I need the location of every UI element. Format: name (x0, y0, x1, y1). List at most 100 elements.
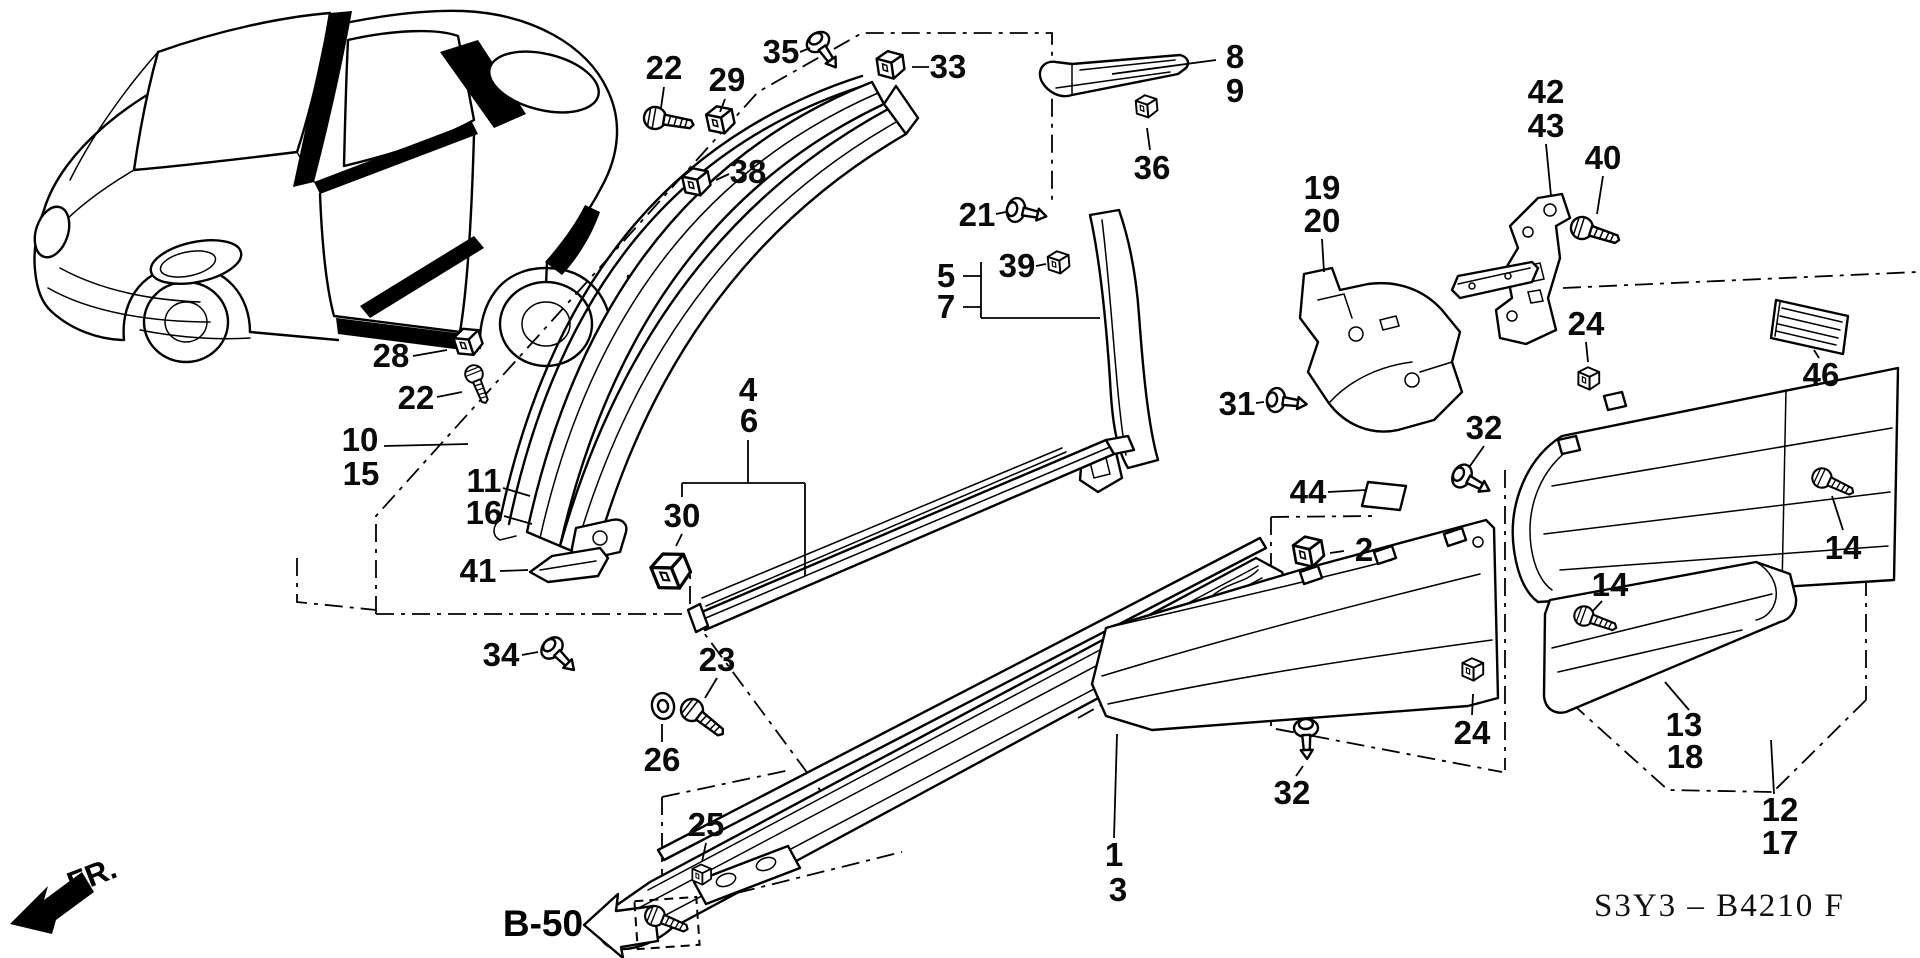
leader-c38 (715, 173, 730, 181)
clip-34 (535, 631, 584, 680)
leader-c25 (701, 842, 707, 863)
clip-30 (646, 545, 697, 597)
b50-dashed-box (633, 895, 701, 951)
leader-c10 (383, 443, 469, 447)
callout-c14a[interactable]: 14 (1825, 529, 1862, 566)
callout-c20[interactable]: 20 (1304, 202, 1341, 239)
side-undercover (1298, 266, 1464, 433)
b50-label[interactable]: B-50 (503, 903, 583, 944)
callout-c7[interactable]: 7 (937, 288, 955, 325)
roof-corner-garnish (1038, 53, 1190, 98)
callout-c18[interactable]: 18 (1667, 738, 1704, 775)
leader-c46 (1813, 349, 1820, 359)
leader-c13 (1664, 681, 1690, 711)
callout-c15[interactable]: 15 (343, 455, 380, 492)
screw-32-upper (1447, 459, 1497, 503)
callout-c34[interactable]: 34 (483, 636, 520, 673)
front-pillar-molding-group (493, 74, 920, 562)
clip-25 (691, 863, 712, 886)
clip-35 (801, 26, 847, 76)
leader-c14b (1591, 600, 1603, 613)
grommet-26 (648, 689, 678, 723)
callout-c28[interactable]: 28 (373, 337, 410, 374)
leader-c11 (502, 487, 531, 497)
callout-c3[interactable]: 3 (1109, 871, 1127, 908)
callout-c30[interactable]: 30 (664, 497, 701, 534)
callout-c12[interactable]: 12 (1762, 791, 1799, 828)
callout-c4[interactable]: 4 (739, 371, 758, 408)
callout-c31[interactable]: 31 (1219, 385, 1256, 422)
callout-c26[interactable]: 26 (644, 741, 681, 778)
clip-21 (1003, 195, 1051, 230)
callout-c35[interactable]: 35 (763, 33, 800, 70)
b50-reference[interactable]: B-50 (503, 892, 701, 958)
leader-c2 (1329, 550, 1345, 554)
clip-24-upper (1577, 366, 1601, 391)
channel-bracket (1450, 260, 1540, 300)
callout-c36[interactable]: 36 (1134, 149, 1171, 186)
screw-22-upper (641, 104, 697, 137)
callout-c44[interactable]: 44 (1290, 473, 1327, 510)
callout-c32b[interactable]: 32 (1274, 774, 1311, 811)
door-lower-molding (1542, 560, 1798, 714)
callout-c39[interactable]: 39 (999, 247, 1036, 284)
leader-c16 (503, 515, 533, 525)
callout-c14b[interactable]: 14 (1592, 566, 1629, 603)
side-sill-garnish (597, 536, 1290, 951)
callout-c41[interactable]: 41 (460, 552, 497, 589)
screw-22-lower (461, 361, 495, 408)
clip-31 (1264, 385, 1310, 418)
callout-c9[interactable]: 9 (1226, 72, 1244, 109)
callout-c2[interactable]: 2 (1355, 531, 1373, 568)
callout-c13[interactable]: 13 (1666, 706, 1703, 743)
leader-c40 (1596, 175, 1604, 215)
fr-label: FR. (62, 850, 121, 901)
callout-c43[interactable]: 43 (1528, 107, 1565, 144)
leader-c41 (499, 569, 529, 572)
callout-c33[interactable]: 33 (930, 48, 967, 85)
vent-grille (1769, 298, 1850, 356)
callout-c16[interactable]: 16 (466, 494, 503, 531)
callout-c11[interactable]: 11 (467, 462, 502, 499)
bracket-4-6 (681, 440, 806, 576)
callout-c17[interactable]: 17 (1762, 824, 1799, 861)
callout-c1[interactable]: 1 (1105, 836, 1123, 873)
clip-36 (1134, 93, 1159, 120)
corner-blade (528, 546, 610, 584)
leader-c24a (1585, 341, 1589, 363)
callout-c23[interactable]: 23 (699, 641, 736, 678)
callout-c8[interactable]: 8 (1226, 38, 1244, 75)
leader-c36 (1146, 127, 1151, 151)
leader-c44 (1327, 489, 1367, 493)
leader-c34 (521, 651, 539, 656)
callout-c25[interactable]: 25 (688, 806, 725, 843)
leader-c28 (412, 349, 448, 357)
grommet-32-lower (1292, 717, 1321, 761)
callout-c42[interactable]: 42 (1528, 73, 1565, 110)
leader-c14a (1831, 495, 1844, 531)
callout-c24a[interactable]: 24 (1568, 305, 1605, 342)
leader-c32b (1295, 765, 1304, 777)
callout-c46[interactable]: 46 (1803, 356, 1840, 393)
callout-c38[interactable]: 38 (730, 153, 767, 190)
callout-c40[interactable]: 40 (1585, 139, 1622, 176)
callout-c22a[interactable]: 22 (646, 49, 683, 86)
callout-c5[interactable]: 5 (937, 257, 955, 294)
car-illustration (33, 9, 630, 368)
leader-c32a (1469, 445, 1485, 467)
callout-c22b[interactable]: 22 (398, 379, 435, 416)
callout-c10[interactable]: 10 (342, 421, 379, 458)
door-belt-molding (686, 434, 1136, 634)
callout-c24b[interactable]: 24 (1454, 714, 1491, 751)
callout-c32a[interactable]: 32 (1466, 409, 1503, 446)
callout-c21[interactable]: 21 (959, 196, 996, 233)
leader-c43 (1545, 143, 1552, 197)
callout-c29[interactable]: 29 (709, 61, 746, 98)
callout-c6[interactable]: 6 (740, 402, 758, 439)
callout-c19[interactable]: 19 (1304, 169, 1341, 206)
bolt-40 (1566, 212, 1624, 252)
leader-c31 (1255, 401, 1265, 404)
